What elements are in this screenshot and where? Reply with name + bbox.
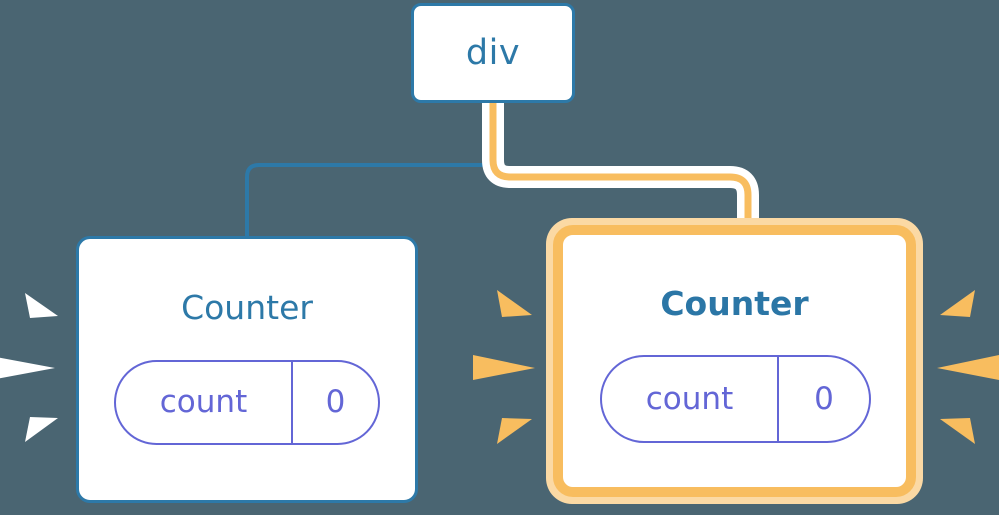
edge-div-to-counter-left bbox=[245, 103, 495, 236]
counter-right-title: Counter bbox=[660, 284, 809, 323]
div-node[interactable]: div bbox=[411, 3, 575, 103]
counter-right-state-pill: count 0 bbox=[600, 355, 871, 443]
counter-left-state-pill: count 0 bbox=[114, 360, 380, 445]
counter-node-right[interactable]: Counter bbox=[553, 225, 916, 497]
counter-right-state-value: 0 bbox=[814, 380, 834, 417]
counter-left-title: Counter bbox=[181, 288, 313, 327]
div-node-label: div bbox=[465, 32, 521, 73]
counter-left-state-value: 0 bbox=[325, 384, 346, 420]
counter-right-state-key: count bbox=[602, 357, 779, 441]
counter-left-state-key: count bbox=[116, 362, 293, 443]
edge-div-to-counter-right bbox=[489, 103, 752, 240]
